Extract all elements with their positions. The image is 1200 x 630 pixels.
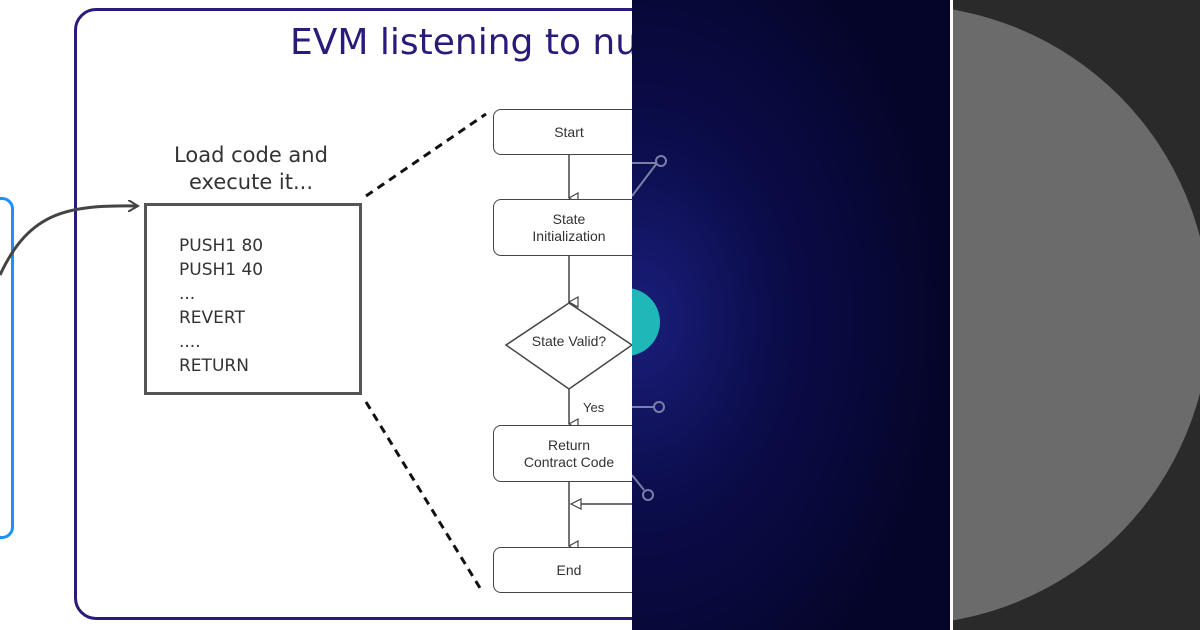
code-line: PUSH1 80 (179, 236, 264, 256)
decision-label: State Valid? (531, 333, 607, 349)
node-text: Initialization (532, 227, 606, 244)
network-line (632, 162, 658, 197)
caption-line: Load code and (174, 143, 328, 167)
code-line: ... (179, 284, 196, 304)
flow-node-init: State Initialization (493, 199, 632, 256)
diagram-frame (74, 8, 632, 620)
code-line: .... (179, 332, 201, 352)
code-line: PUSH1 40 (179, 260, 264, 280)
teal-node-circle (632, 288, 660, 356)
dark-network-panel (632, 0, 950, 630)
flow-node-start: Start (493, 109, 632, 155)
flow-arrowhead (569, 498, 582, 510)
network-graphic (632, 155, 667, 501)
network-node (642, 489, 654, 501)
code-line: REVERT (179, 308, 245, 328)
code-line: RETURN (179, 356, 249, 376)
node-text: State (552, 210, 586, 227)
curved-arrow (0, 206, 138, 276)
caption-line: execute it... (188, 170, 314, 194)
yes-label: Yes (583, 400, 605, 415)
zoom-line-bottom (364, 401, 482, 589)
left-edge-box (0, 197, 14, 539)
flow-node-end: End (493, 547, 632, 593)
node-text: Contract Code (523, 453, 615, 470)
network-node (655, 155, 667, 167)
grey-disc-panel (950, 0, 1200, 630)
flow-node-return: Return Contract Code (493, 425, 632, 482)
diagram-title: EVM listening to null a (290, 22, 632, 63)
code-caption: Load code and execute it... (150, 142, 352, 196)
grey-disc (950, 5, 1200, 625)
code-box: PUSH1 80 PUSH1 40 ... REVERT .... RETURN (144, 203, 362, 395)
node-text: Return (547, 436, 591, 453)
connector-lines (0, 112, 632, 589)
zoom-line-top (365, 112, 487, 198)
panel-divider (950, 0, 953, 630)
network-node (653, 401, 665, 413)
diagram-panel: EVM listening to null a Load code and ex… (0, 8, 632, 620)
network-line (632, 474, 645, 491)
